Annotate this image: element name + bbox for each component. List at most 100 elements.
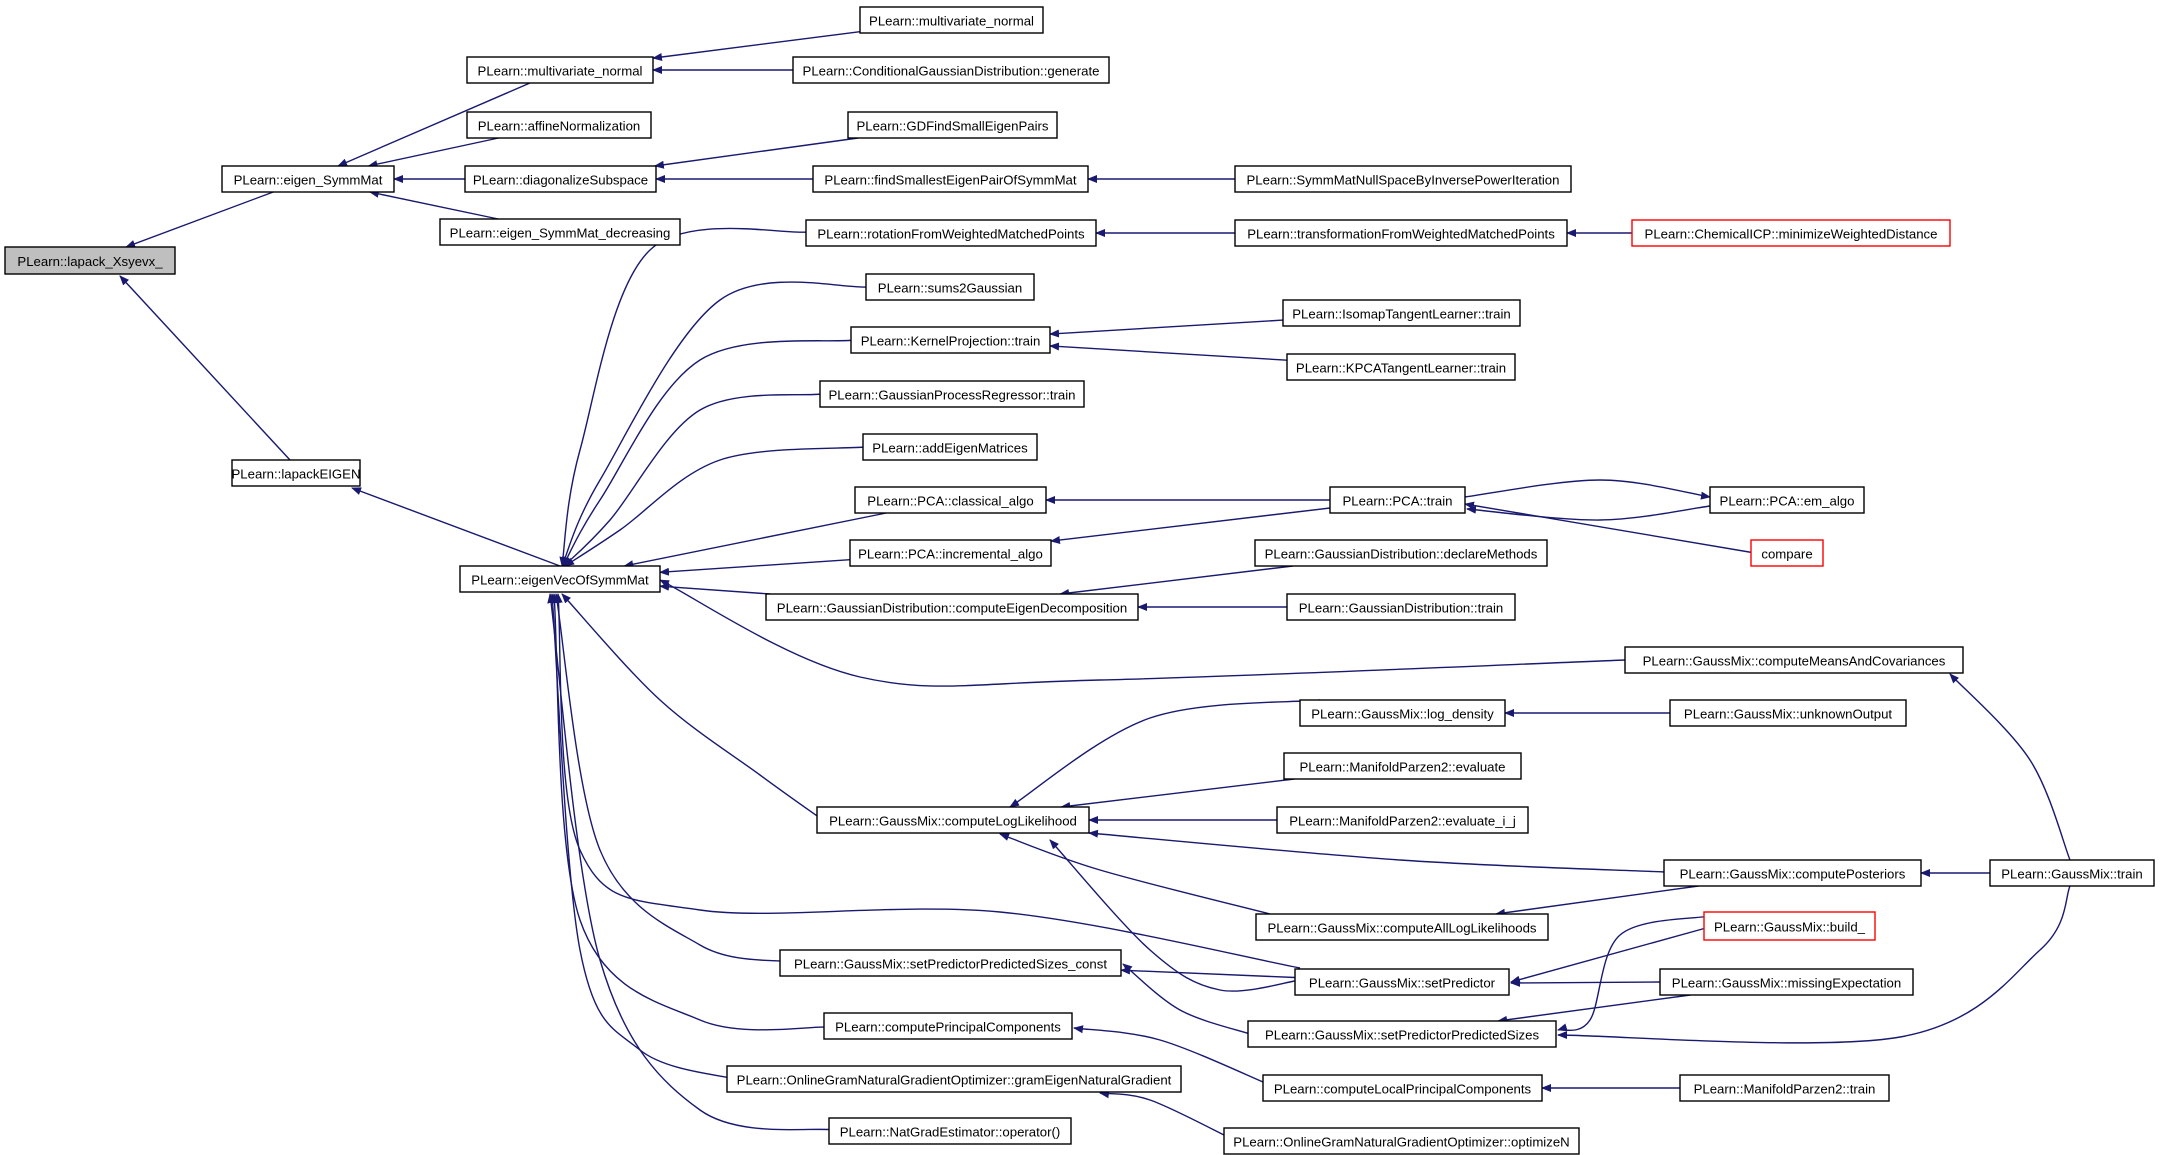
node-label: PLearn::computePrincipalComponents	[835, 1020, 1061, 1035]
graph-node-n27[interactable]: PLearn::GaussianDistribution::computeEig…	[765, 593, 1139, 621]
graph-node-n44[interactable]: PLearn::computePrincipalComponents	[823, 1012, 1073, 1040]
edge-n37-to-n30	[1949, 673, 2071, 861]
graph-node-n42[interactable]: PLearn::GaussMix::missingExpectation	[1659, 968, 1914, 996]
edge-n2-to-n0	[119, 275, 291, 461]
edge-n20-to-n12	[563, 393, 823, 567]
graph-node-n30[interactable]: PLearn::GaussMix::computeMeansAndCovaria…	[1624, 646, 1964, 674]
node-box	[1247, 1020, 1557, 1048]
node-label: PLearn::PCA::incremental_algo	[858, 547, 1043, 562]
node-box	[862, 433, 1038, 461]
node-label: PLearn::lapackEIGEN	[231, 467, 360, 482]
node-label: PLearn::transformationFromWeightedMatche…	[1247, 227, 1555, 242]
graph-node-n6[interactable]: PLearn::eigen_SymmMat_decreasing	[439, 218, 681, 246]
graph-node-n4[interactable]: PLearn::affineNormalization	[466, 111, 652, 139]
node-label: PLearn::ManifoldParzen2::evaluate	[1299, 760, 1505, 775]
node-label: PLearn::GaussMix::build_	[1714, 920, 1866, 935]
graph-node-n37[interactable]: PLearn::GaussMix::train	[1989, 859, 2155, 887]
edge-n45-to-n44	[1073, 1025, 1271, 1086]
graph-node-n35[interactable]: PLearn::ManifoldParzen2::evaluate_i_j	[1276, 806, 1529, 834]
graph-node-n41[interactable]: PLearn::GaussMix::setPredictor	[1294, 968, 1510, 996]
node-label: PLearn::GaussMix::setPredictorPredictedS…	[1265, 1028, 1540, 1043]
graph-node-n21[interactable]: PLearn::addEigenMatrices	[862, 433, 1038, 461]
node-label: PLearn::IsomapTangentLearner::train	[1292, 307, 1510, 322]
node-label: PLearn::multivariate_normal	[869, 14, 1034, 29]
node-label: PLearn::GaussMix::log_density	[1311, 707, 1494, 722]
graph-node-n39[interactable]: PLearn::GaussMix::build_	[1703, 911, 1876, 941]
edge-n17-to-n12	[562, 339, 856, 567]
node-box	[1703, 911, 1876, 941]
node-label: PLearn::ConditionalGaussianDistribution:…	[803, 64, 1100, 79]
node-box	[464, 165, 657, 193]
graph-node-n26[interactable]: PLearn::PCA::incremental_algo	[849, 539, 1052, 567]
graph-node-n2[interactable]: PLearn::lapackEIGEN	[231, 459, 361, 487]
edge-n27-to-n12	[659, 582, 771, 595]
graph-node-n10[interactable]: PLearn::findSmallestEigenPairOfSymmMat	[812, 165, 1089, 193]
edge-n43-to-n40	[1122, 963, 1251, 1035]
node-box	[1254, 539, 1548, 567]
graph-node-n8[interactable]: PLearn::ConditionalGaussianDistribution:…	[792, 56, 1110, 84]
graph-node-n18[interactable]: PLearn::IsomapTangentLearner::train	[1282, 299, 1521, 327]
node-box	[1294, 968, 1510, 996]
graph-node-n28[interactable]: PLearn::GaussianDistribution::declareMet…	[1254, 539, 1548, 567]
edge-n16-to-n12	[561, 281, 869, 567]
graph-node-n12[interactable]: PLearn::eigenVecOfSymmMat	[459, 565, 661, 593]
graph-node-n22[interactable]: PLearn::PCA::classical_algo	[854, 486, 1047, 514]
graph-node-n11[interactable]: PLearn::SymmMatNullSpaceByInversePowerIt…	[1234, 165, 1572, 193]
graph-node-n49[interactable]: PLearn::NatGradEstimator::operator()	[828, 1117, 1072, 1145]
graph-node-n34[interactable]: PLearn::GaussMix::computeLogLikelihood	[816, 806, 1090, 834]
edge-n4-to-n1	[367, 137, 499, 169]
graph-node-n24[interactable]: PLearn::PCA::em_algo	[1709, 486, 1865, 514]
node-box	[231, 459, 361, 487]
graph-node-n23[interactable]: PLearn::PCA::train	[1329, 486, 1466, 514]
edge-n38-to-n34	[999, 833, 1271, 915]
node-label: PLearn::ManifoldParzen2::train	[1694, 1082, 1876, 1097]
node-label: PLearn::GaussMix::unknownOutput	[1684, 707, 1893, 722]
graph-node-n19[interactable]: PLearn::KPCATangentLearner::train	[1286, 353, 1516, 381]
edge-n36-to-n34	[1088, 829, 1665, 873]
edge-n1-to-n0	[125, 191, 274, 248]
graph-node-n36[interactable]: PLearn::GaussMix::computePosteriors	[1663, 859, 1922, 887]
graph-node-n13[interactable]: PLearn::rotationFromWeightedMatchedPoint…	[805, 219, 1097, 247]
graph-node-n9[interactable]: PLearn::GDFindSmallEigenPairs	[847, 111, 1058, 139]
graph-node-n40[interactable]: PLearn::GaussMix::setPredictorPredictedS…	[779, 949, 1122, 977]
graph-node-n5[interactable]: PLearn::diagonalizeSubspace	[464, 165, 657, 193]
graph-node-n46[interactable]: PLearn::ManifoldParzen2::train	[1679, 1074, 1890, 1102]
node-box	[849, 539, 1052, 567]
graph-node-n0[interactable]: PLearn::lapack_Xsyevx_	[4, 246, 176, 275]
graph-node-n15[interactable]: PLearn::ChemicalICP::minimizeWeightedDis…	[1631, 219, 1951, 247]
graph-node-n3[interactable]: PLearn::multivariate_normal	[466, 56, 654, 84]
node-label: PLearn::SymmMatNullSpaceByInversePowerIt…	[1247, 173, 1560, 188]
edge-n41-to-n34	[1049, 839, 1301, 992]
graph-node-n48[interactable]: PLearn::OnlineGramNaturalGradientOptimiz…	[1223, 1127, 1580, 1155]
graph-node-n16[interactable]: PLearn::sums2Gaussian	[865, 273, 1035, 301]
edge-n41-to-n40	[1120, 966, 1296, 979]
edge-n39-to-n41	[1510, 927, 1707, 984]
node-box	[1329, 486, 1466, 514]
graph-node-n45[interactable]: PLearn::computeLocalPrincipalComponents	[1262, 1074, 1543, 1102]
node-label: PLearn::multivariate_normal	[478, 64, 643, 79]
node-box	[4, 246, 176, 275]
graph-node-n7[interactable]: PLearn::multivariate_normal	[859, 6, 1044, 34]
graph-node-n31[interactable]: PLearn::GaussMix::log_density	[1299, 699, 1506, 727]
node-box	[1679, 1074, 1890, 1102]
graph-node-n43[interactable]: PLearn::GaussMix::setPredictorPredictedS…	[1247, 1020, 1557, 1048]
graph-node-n14[interactable]: PLearn::transformationFromWeightedMatche…	[1234, 219, 1568, 247]
graph-node-n38[interactable]: PLearn::GaussMix::computeAllLogLikelihoo…	[1255, 913, 1549, 941]
node-box	[779, 949, 1122, 977]
edge-n13-to-n12	[559, 227, 811, 567]
graph-node-n20[interactable]: PLearn::GaussianProcessRegressor::train	[819, 380, 1085, 408]
node-label: PLearn::GaussMix::computeAllLogLikelihoo…	[1267, 921, 1536, 936]
node-label: PLearn::eigen_SymmMat_decreasing	[450, 226, 671, 241]
node-box	[1750, 539, 1824, 567]
graph-node-n32[interactable]: PLearn::GaussMix::unknownOutput	[1669, 699, 1907, 727]
graph-node-n29[interactable]: PLearn::GaussianDistribution::train	[1286, 593, 1516, 621]
graph-node-n33[interactable]: PLearn::ManifoldParzen2::evaluate	[1283, 752, 1522, 780]
graph-node-n47[interactable]: PLearn::OnlineGramNaturalGradientOptimiz…	[726, 1065, 1182, 1093]
node-box	[1234, 165, 1572, 193]
graph-node-n17[interactable]: PLearn::KernelProjection::train	[850, 326, 1051, 354]
node-box	[1663, 859, 1922, 887]
node-box	[1286, 353, 1516, 381]
graph-node-n25[interactable]: compare	[1750, 539, 1824, 567]
edge-n26-to-n12	[659, 558, 851, 576]
graph-node-n1[interactable]: PLearn::eigen_SymmMat	[221, 165, 395, 193]
